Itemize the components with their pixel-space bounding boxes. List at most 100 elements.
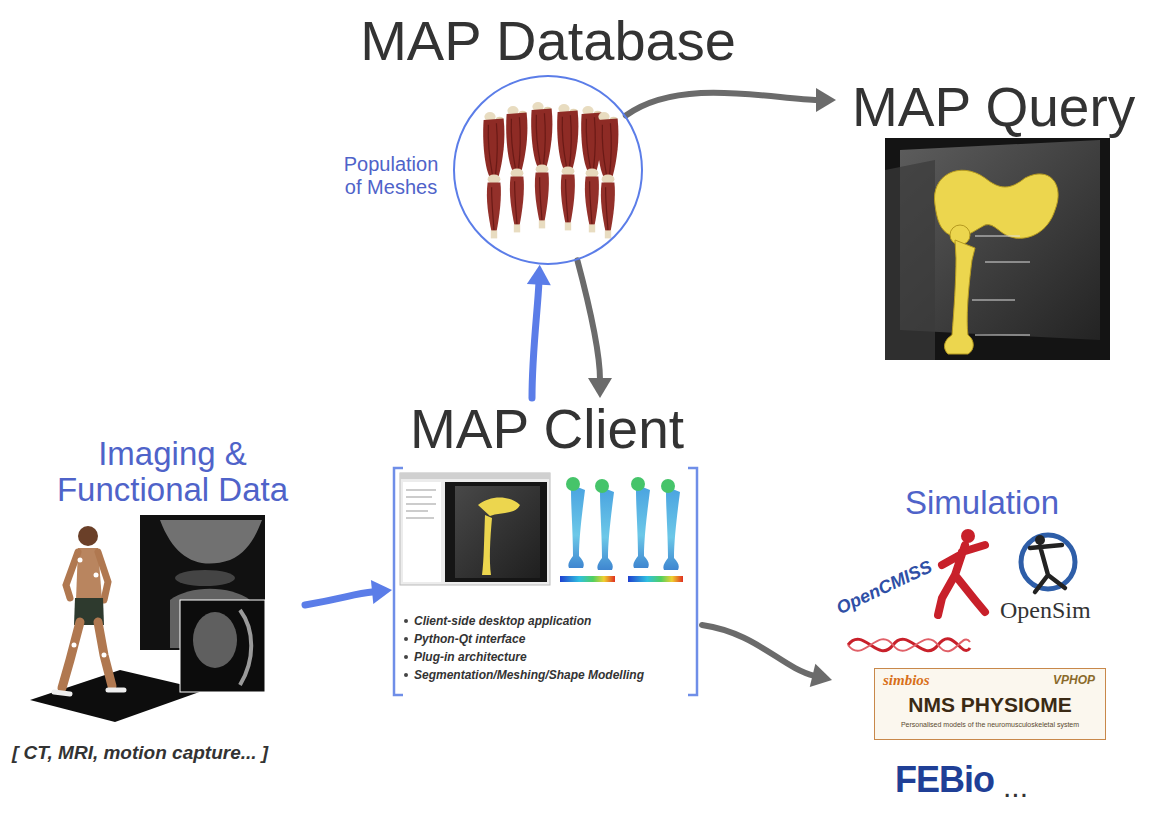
connector-line <box>532 283 539 398</box>
connector <box>702 625 832 687</box>
connector <box>527 265 551 398</box>
feature-item: Plug-in architecture <box>414 650 527 664</box>
leg-mesh <box>506 106 527 232</box>
app-window <box>400 473 550 585</box>
person-head <box>78 526 98 546</box>
femur-mesh <box>661 479 680 570</box>
feature-row: Plug-in architecture <box>404 648 696 666</box>
motion-marker <box>78 558 83 563</box>
data-source: Imaging & Functional Data <box>40 432 305 720</box>
mesh-population <box>483 102 618 238</box>
app-image <box>455 486 540 578</box>
arrow-head <box>810 664 832 687</box>
ct-slice <box>885 160 935 360</box>
logo-label: OpenSim <box>1000 597 1091 623</box>
motion-marker <box>72 643 77 648</box>
person-leg <box>62 622 80 688</box>
femur-mesh <box>945 240 975 354</box>
app-pelvis <box>478 498 520 517</box>
arrow-head <box>371 580 392 604</box>
feature-item: Segmentation/Meshing/Shape Modelling <box>414 668 644 682</box>
imaging-pictures <box>30 515 265 722</box>
section-title: MAP Client <box>392 398 702 457</box>
color-bar <box>628 576 683 582</box>
bullet-dot <box>404 655 408 659</box>
logo-helix <box>848 639 970 651</box>
feature-row: Python-Qt interface <box>404 630 696 648</box>
app-titlebar <box>400 473 550 479</box>
logo-figure <box>938 545 985 615</box>
connector-line <box>702 625 814 676</box>
connector <box>626 88 836 116</box>
feature-row: Client-side desktop application <box>404 612 696 630</box>
person-leg <box>98 622 112 686</box>
logo-label: OpenCMISS <box>833 556 935 618</box>
logo-box: simbios VPHOP NMS PHYSIOME Personalised mod… <box>874 668 1106 740</box>
ct-rendering <box>885 138 1110 360</box>
connector <box>305 580 392 605</box>
connector-line <box>305 592 374 605</box>
logo-figure <box>961 529 975 543</box>
feature-item: Python-Qt interface <box>414 632 525 646</box>
opensim-logo <box>1021 535 1075 592</box>
logo-figure <box>1030 545 1065 592</box>
measure-line <box>972 236 1030 335</box>
walking-person <box>54 526 124 694</box>
color-bar <box>560 576 615 582</box>
connector <box>577 260 612 398</box>
femur-mesh <box>631 477 650 568</box>
client-screenshot <box>400 473 683 585</box>
bullet-dot <box>404 619 408 623</box>
logo-text: simbios <box>883 672 930 689</box>
app-panel <box>403 482 441 582</box>
database-circle: MAP DatabasePopulation of Meshes <box>453 75 643 265</box>
feature-row: Segmentation/Meshing/Shape Modelling <box>404 666 696 684</box>
section-title: MAP Database <box>360 13 736 69</box>
circle-outline <box>453 75 643 265</box>
bracket <box>688 468 697 695</box>
leg-mesh <box>557 104 578 230</box>
client-box: MAP ClientClient-side desktop applicatio… <box>392 398 702 697</box>
leg-mesh <box>531 102 552 228</box>
caption: [ CT, MRI, motion capture... ] <box>12 742 268 765</box>
logo-subtitle: Personalised models of the neuromusculos… <box>875 721 1105 729</box>
circle-border <box>454 76 642 264</box>
connector-line <box>577 260 600 380</box>
group-heading: Imaging & Functional Data <box>40 432 305 509</box>
logo-ring <box>1021 535 1075 589</box>
bullet-dot <box>404 637 408 641</box>
logo-figure <box>1035 535 1045 545</box>
mri-bone <box>160 520 262 564</box>
person-shoe <box>54 690 124 694</box>
ellipsis: ... <box>1003 772 1028 802</box>
force-plate <box>30 670 205 722</box>
femur-mesh <box>595 479 614 570</box>
logo-label: FEBio <box>895 762 994 798</box>
motion-marker <box>102 653 107 658</box>
logo-text: VPHOP <box>1053 674 1095 687</box>
mri-tissue <box>240 610 251 685</box>
person-arm <box>66 552 78 598</box>
leg-mesh <box>483 112 504 238</box>
arrow-head <box>527 265 551 286</box>
app-femur <box>482 515 492 575</box>
mri-bone <box>193 612 237 668</box>
circle-caption: Population of Meshes <box>337 153 445 199</box>
mri-joint <box>175 570 235 586</box>
group-heading: Simulation <box>832 484 1132 522</box>
query-panel: MAP Query <box>836 78 1140 362</box>
arrow-head <box>816 88 836 112</box>
section-title: MAP Query <box>852 80 1135 135</box>
femur-mesh <box>566 477 585 568</box>
connector-line <box>626 93 818 116</box>
motion-marker <box>94 573 99 578</box>
feature-list: Client-side desktop applicationPython-Qt… <box>404 612 696 684</box>
logo-title: NMS PHYSIOME <box>875 693 1105 716</box>
bracket <box>394 468 403 695</box>
leg-mesh <box>597 112 618 238</box>
mri-scan <box>180 600 265 692</box>
app-panel-lines <box>406 490 436 518</box>
feature-item: Client-side desktop application <box>414 614 591 628</box>
app-viewport <box>445 482 547 582</box>
